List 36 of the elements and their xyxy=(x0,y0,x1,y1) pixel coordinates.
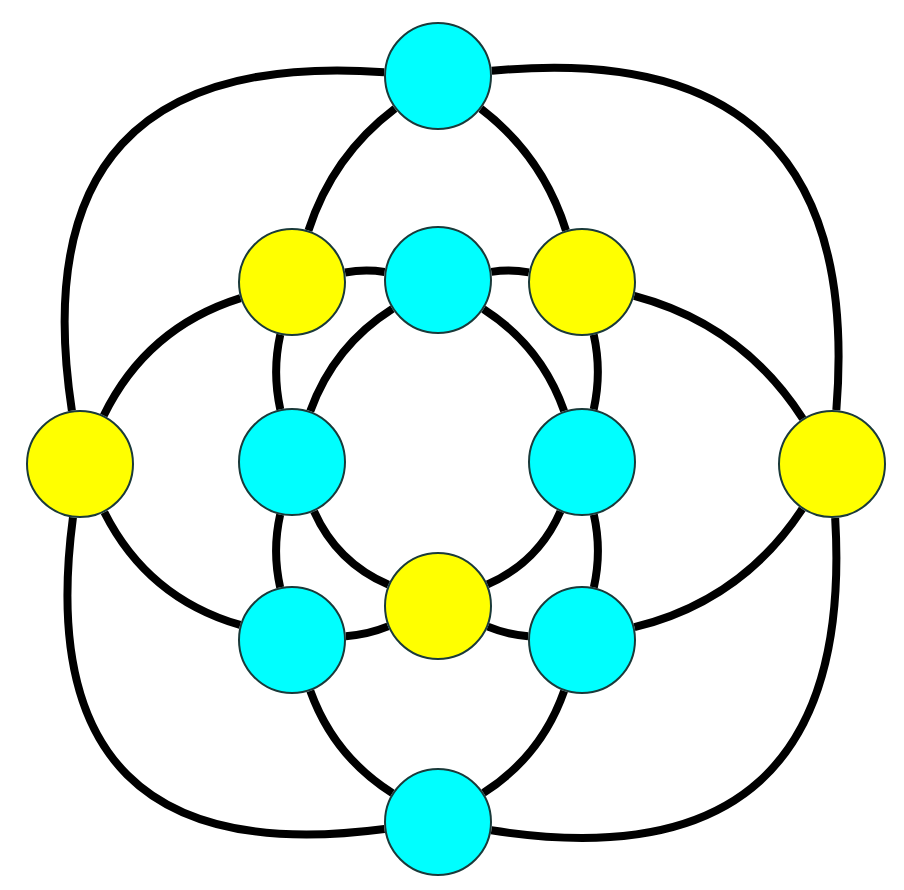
connector-line xyxy=(306,689,395,797)
connector-line xyxy=(306,305,395,413)
circle-node xyxy=(384,768,492,876)
connector-line xyxy=(481,305,568,413)
connector-line xyxy=(589,513,602,589)
connector-line xyxy=(310,509,391,589)
connector-line xyxy=(100,294,242,418)
circle-node xyxy=(778,410,886,518)
connector-line xyxy=(344,266,386,277)
connector-line xyxy=(345,622,390,641)
connector-line xyxy=(481,689,568,797)
circle-node xyxy=(528,586,636,694)
connector-line xyxy=(633,506,806,632)
circle-node xyxy=(384,22,492,130)
connector-line xyxy=(490,266,530,277)
connector-line xyxy=(633,292,807,421)
circle-node xyxy=(528,408,636,516)
connector-line xyxy=(485,509,565,589)
circle-node xyxy=(384,552,492,660)
circle-node xyxy=(384,226,492,334)
connector-line xyxy=(100,510,242,629)
circle-node xyxy=(528,228,636,336)
circle-node xyxy=(238,408,346,516)
connector-line xyxy=(63,517,385,839)
connector-line xyxy=(589,333,602,411)
connector-line xyxy=(272,333,285,411)
connector-line xyxy=(486,622,529,641)
circle-node xyxy=(238,586,346,694)
circle-node xyxy=(238,228,346,336)
connector-line xyxy=(491,63,843,411)
circle-node xyxy=(26,410,134,518)
connector-line xyxy=(304,105,398,232)
connector-line xyxy=(478,105,570,232)
connector-line xyxy=(272,513,285,589)
connector-line xyxy=(61,66,385,412)
connector-line xyxy=(490,517,841,842)
